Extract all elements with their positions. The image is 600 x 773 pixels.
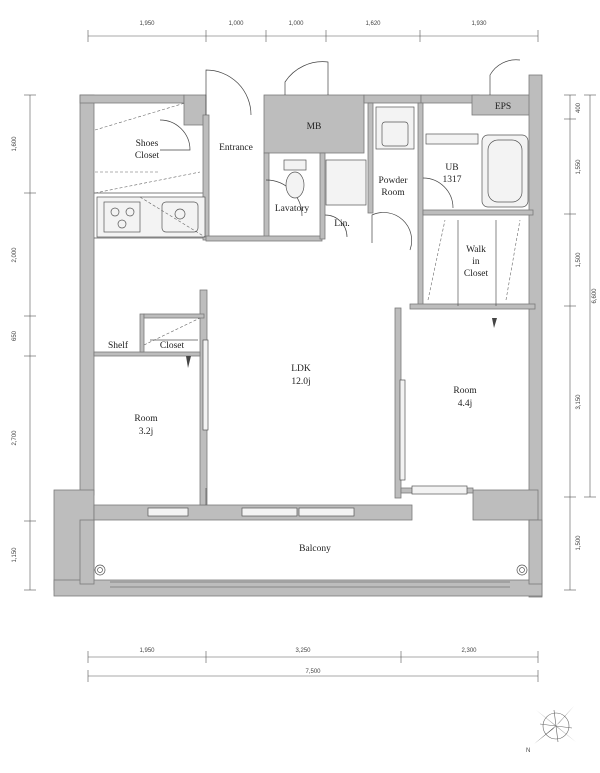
compass-icon: N [526, 706, 576, 754]
dim-right-4: 3,150 [576, 394, 582, 410]
label-lin: Lin. [334, 219, 350, 229]
label-powder-room: Room [381, 188, 405, 198]
dim-top-3: 1,000 [288, 21, 304, 27]
balcony-rail [94, 564, 528, 588]
label-shoes-closet: Closet [135, 151, 160, 161]
compass-north-label: N [526, 748, 530, 754]
dim-left-5: 1,150 [12, 547, 18, 563]
label-room-left-size: 3.2j [139, 427, 154, 437]
left-dimension-line: 1,600 2,000 650 2,700 1,150 [12, 94, 36, 591]
dim-left-4: 2,700 [12, 430, 18, 446]
label-lavatory: Lavatory [275, 204, 310, 214]
label-walk-in: in [472, 257, 480, 267]
left-room-closet [143, 317, 201, 368]
dim-right-2: 1,550 [576, 159, 582, 175]
dim-left-1: 1,600 [12, 136, 18, 152]
dim-top-4: 1,620 [365, 21, 381, 27]
outer-walls [53, 74, 543, 598]
label-mb: MB [307, 122, 322, 132]
dim-bottom-1: 1,950 [139, 648, 155, 654]
label-eps: EPS [495, 102, 511, 112]
room-labels: Shoes Closet Entrance MB EPS Lavatory Li… [108, 102, 511, 554]
dim-top-1: 1,950 [139, 21, 155, 27]
label-walk: Walk [466, 245, 486, 255]
label-shelf: Shelf [108, 340, 129, 351]
walkin-arrow [492, 318, 497, 328]
windows [147, 339, 468, 517]
doors [159, 59, 521, 251]
dim-right-1: 400 [576, 102, 582, 113]
label-room-right: Room [453, 386, 477, 396]
dim-right-total: 6,600 [592, 288, 598, 304]
label-room-right-size: 4.4j [458, 399, 473, 409]
label-closet: Closet [160, 341, 185, 351]
dim-bottom-3: 2,300 [461, 648, 477, 654]
dim-bottom-2: 3,250 [295, 648, 311, 654]
dim-right-5: 1,500 [576, 535, 582, 551]
top-dimension-line: 1,950 1,000 1,000 1,620 1,930 [87, 21, 539, 42]
label-room-left: Room [134, 414, 158, 424]
label-walk-closet: Closet [464, 269, 489, 279]
dim-top-5: 1,930 [471, 21, 487, 27]
dim-left-3: 650 [12, 330, 18, 341]
label-entrance: Entrance [219, 143, 253, 153]
label-powder: Powder [378, 176, 408, 186]
label-ub-size: 1317 [443, 175, 462, 185]
dim-right-3: 1,500 [576, 252, 582, 268]
label-ub: UB [445, 163, 458, 173]
dim-top-2: 1,000 [228, 21, 244, 27]
label-shoes: Shoes [136, 139, 159, 149]
fixtures [283, 106, 529, 208]
bottom-dimension-line: 1,950 3,250 2,300 7,500 [87, 648, 539, 682]
kitchen-counter [96, 196, 206, 238]
label-balcony: Balcony [299, 544, 331, 554]
right-dimension-line: 400 1,550 1,500 3,150 1,500 6,600 [564, 94, 598, 591]
interior-walls [93, 102, 536, 506]
shoe-closet-lines [94, 102, 201, 194]
label-ldk-size: 12.0j [291, 377, 310, 387]
label-ldk: LDK [291, 364, 311, 374]
dim-left-2: 2,000 [12, 247, 18, 263]
walkin-closet-lines [427, 219, 521, 306]
dim-bottom-total: 7,500 [305, 669, 321, 675]
